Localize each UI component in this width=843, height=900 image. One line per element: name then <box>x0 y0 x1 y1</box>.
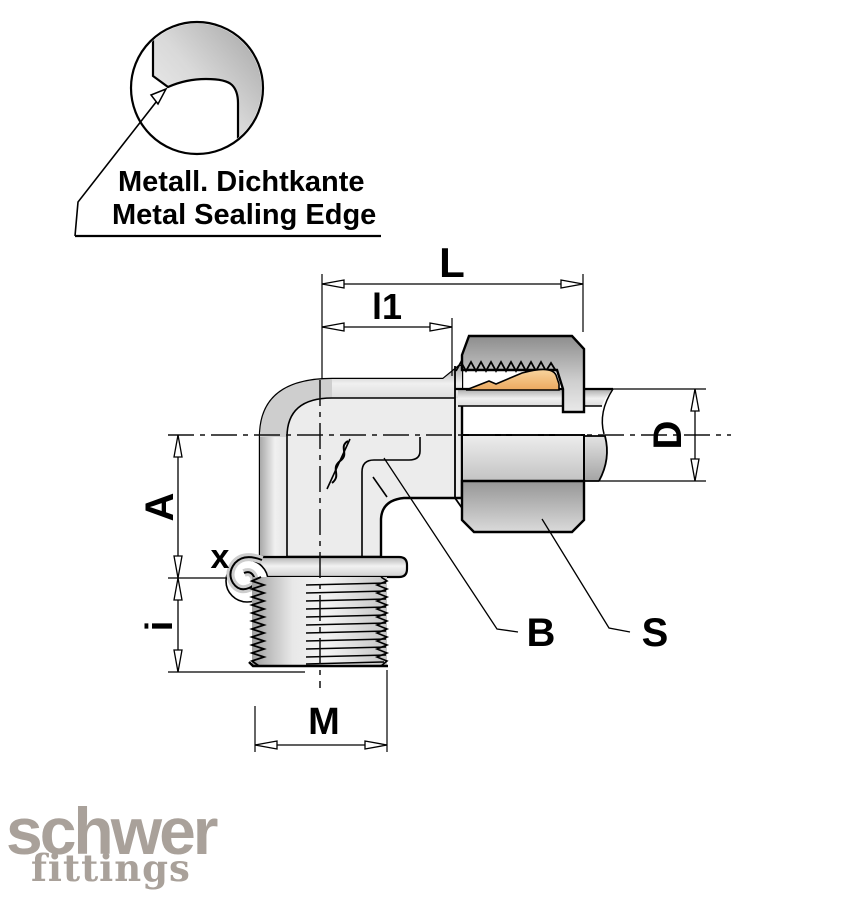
sealing-edge-curl <box>229 556 263 591</box>
dim-D-arrow-top <box>690 388 700 412</box>
male-thread <box>248 576 390 668</box>
thread-section-lines <box>305 582 387 665</box>
dimension-l1: l1 <box>321 286 453 376</box>
body-wall-band-vertical <box>260 432 287 557</box>
logo-schwer: schwer <box>6 794 218 868</box>
dimension-i: i <box>139 577 305 673</box>
dim-M-arrow-left <box>254 740 278 750</box>
body-wall-band-corner <box>260 379 332 437</box>
dim-i-arrow-top <box>173 577 183 601</box>
dim-M-label: M <box>308 701 340 743</box>
dimension-M: M <box>254 670 388 752</box>
dim-A-label: A <box>138 493 182 522</box>
tube-break-line-upper <box>601 388 614 435</box>
thread-crest-zigzag-right <box>374 576 390 667</box>
tube-wall-band <box>458 389 613 406</box>
nut-thread-zigzag <box>455 360 557 373</box>
dim-L-label: L <box>439 239 465 286</box>
elbow-body <box>258 364 464 664</box>
collar-group <box>225 553 409 603</box>
dim-L-arrow-right <box>560 279 584 289</box>
dim-L-arrow-left <box>321 279 345 289</box>
dim-D-arrow-bottom <box>690 458 700 482</box>
body-collar <box>245 555 409 579</box>
dim-A-arrow-top <box>173 434 183 458</box>
leader-S <box>541 518 631 633</box>
thread-crest-zigzag-left <box>249 576 267 667</box>
logo-fittings: fittings <box>31 846 191 890</box>
dim-l1-arrow-left <box>321 322 345 332</box>
detail-text-english: Metal Sealing Edge <box>112 199 376 231</box>
dim-i-arrow-bottom <box>173 649 183 673</box>
dim-M-arrow-right <box>364 740 388 750</box>
dim-l1-arrow-right <box>429 322 453 332</box>
detail-text-german: Metall. Dichtkante <box>118 166 365 198</box>
dimension-L: L <box>321 239 584 379</box>
body-wall-band-horizontal <box>332 366 462 398</box>
thread-bottom-edge <box>248 661 388 668</box>
label-B: B <box>527 611 556 655</box>
dim-A-arrow-bottom <box>173 555 183 579</box>
body-tick-mark <box>372 476 388 498</box>
detail-callout: Metall. Dichtkante Metal Sealing Edge <box>74 20 381 238</box>
break-squiggle-slash <box>326 438 351 490</box>
dim-l1-label: l1 <box>372 286 402 327</box>
detail-arrow-icon <box>149 87 168 106</box>
cutting-ring <box>465 368 560 391</box>
leader-B <box>383 457 519 633</box>
body-bore-step <box>361 437 421 557</box>
nut-hex-facet-upper <box>461 434 585 482</box>
label-S: S <box>642 611 669 655</box>
union-nut <box>455 334 586 534</box>
label-x: x <box>211 538 230 576</box>
dim-D-label: D <box>646 421 690 450</box>
dimension-D: D <box>600 388 706 482</box>
nut-hex-facet-lower <box>460 479 586 534</box>
detail-leader-line <box>74 96 161 237</box>
tube-lower-half <box>583 435 608 482</box>
dim-i-label: i <box>139 621 181 632</box>
dimension-A: A <box>138 434 227 579</box>
nut-section-upper <box>460 334 586 414</box>
